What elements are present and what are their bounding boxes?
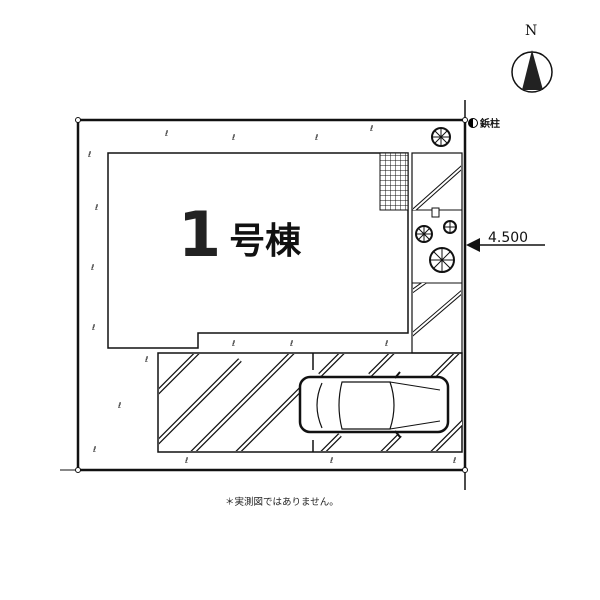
disclaimer-note: ＊実測図ではありません。 — [225, 497, 339, 508]
parking-area — [157, 352, 463, 453]
north-compass-icon — [511, 50, 553, 93]
svg-text:ℓ: ℓ — [91, 323, 95, 332]
meter-box-icon — [431, 207, 440, 218]
svg-text:ℓ: ℓ — [144, 355, 148, 364]
side-passage — [411, 152, 463, 354]
svg-text:ℓ: ℓ — [314, 133, 318, 142]
svg-text:ℓ: ℓ — [87, 150, 91, 159]
tree-icon — [415, 127, 457, 273]
boundary-marker-label: 鋲柱 — [480, 119, 500, 130]
svg-text:ℓ: ℓ — [117, 401, 121, 410]
svg-text:ℓ: ℓ — [90, 263, 94, 272]
entrance-tile-area — [379, 152, 409, 211]
car-icon — [298, 371, 450, 438]
compass-north-label: N — [525, 23, 538, 39]
svg-text:ℓ: ℓ — [231, 133, 235, 142]
svg-text:ℓ: ℓ — [369, 124, 373, 133]
boundary-pillar-icon — [468, 117, 478, 128]
boundary-marker: 鋲柱 — [468, 115, 500, 130]
svg-text:ℓ: ℓ — [164, 129, 168, 138]
road-width-label: 4.500 — [488, 230, 529, 246]
ground-level-marks: ℓ ℓ ℓ ℓ ℓ ℓ ℓ ℓ ℓ ℓ ℓ ℓ ℓ ℓ ℓ ℓ ℓ — [87, 124, 456, 465]
svg-text:ℓ: ℓ — [329, 456, 333, 465]
svg-text:ℓ: ℓ — [184, 456, 188, 465]
svg-text:ℓ: ℓ — [94, 203, 98, 212]
site-boundary — [60, 100, 468, 490]
svg-text:ℓ: ℓ — [289, 339, 293, 348]
svg-text:ℓ: ℓ — [384, 339, 388, 348]
svg-text:ℓ: ℓ — [92, 445, 96, 454]
building-number: 1 — [178, 198, 221, 271]
building-label: 1 号棟 — [178, 196, 301, 266]
road-width-arrow — [466, 238, 545, 252]
building-name: 号棟 — [229, 221, 302, 262]
svg-text:ℓ: ℓ — [452, 456, 456, 465]
svg-text:ℓ: ℓ — [231, 339, 235, 348]
